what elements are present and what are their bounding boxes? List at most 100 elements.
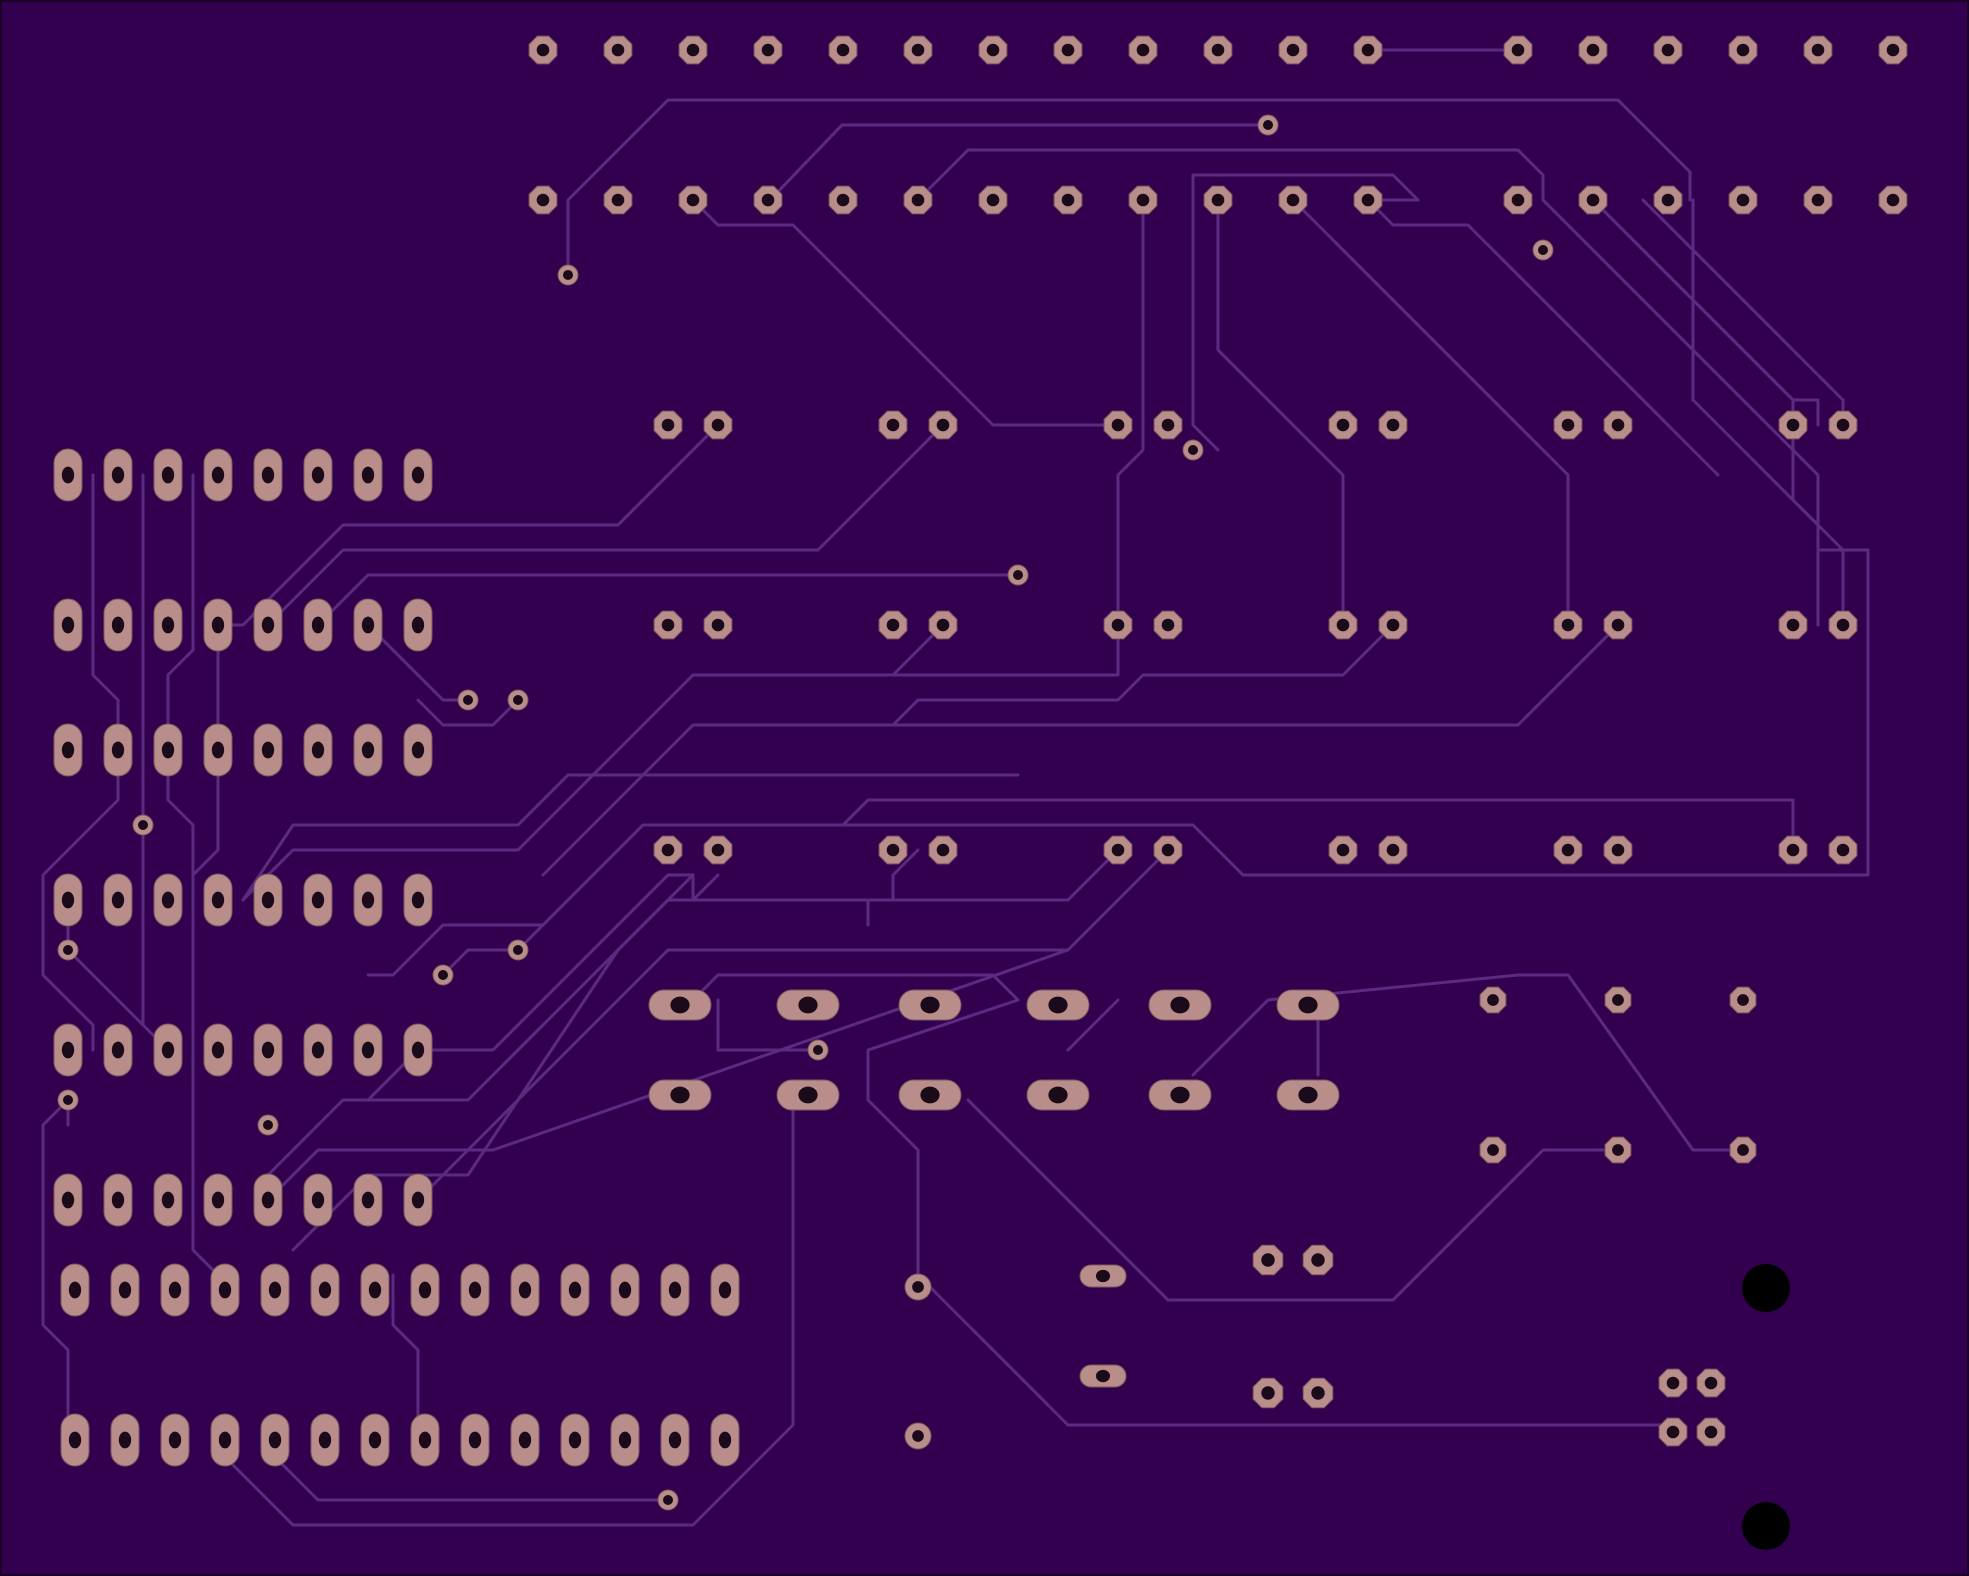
connector-pin [776, 1079, 840, 1111]
dip-pin [103, 873, 133, 927]
via [57, 1089, 79, 1111]
trace [216, 423, 720, 627]
ic-pin [260, 1263, 290, 1317]
switch-pin [653, 610, 683, 640]
dip-pin [403, 1173, 433, 1227]
switch-pin [1828, 835, 1858, 865]
dip-pin [103, 1173, 133, 1227]
header-pin [528, 185, 558, 215]
switch-pin [928, 410, 958, 440]
component-pin [1479, 1136, 1507, 1164]
header-pin [903, 185, 933, 215]
header-pin [603, 35, 633, 65]
switch-pin [1103, 610, 1133, 640]
trace [366, 873, 695, 1102]
trace [716, 998, 820, 1052]
connector-pin [1148, 1079, 1212, 1111]
dip-pin [303, 873, 333, 927]
trace [441, 798, 1795, 977]
switch-pin [1153, 410, 1183, 440]
small-oblong-pad [1079, 1264, 1127, 1288]
trace [916, 148, 1545, 202]
dip-pin [203, 448, 233, 502]
via [1007, 564, 1029, 586]
dip-pin [103, 448, 133, 502]
component-pin [1696, 1417, 1726, 1447]
ic-pin [410, 1263, 440, 1317]
component-pin [1604, 986, 1632, 1014]
trace [191, 1048, 220, 1277]
via [132, 814, 154, 836]
ic-pin [260, 1413, 290, 1467]
trace [1116, 198, 1145, 627]
dip-pin [353, 1023, 383, 1077]
switch-pin [1328, 835, 1358, 865]
via [257, 1114, 279, 1136]
pin-header-top-row [528, 35, 1908, 65]
dip-pin [253, 1023, 283, 1077]
trace [266, 1448, 670, 1502]
dip-pin [153, 723, 183, 777]
switch-pin [1553, 610, 1583, 640]
header-pin [1728, 185, 1758, 215]
ic-pin [160, 1263, 190, 1317]
switch-pin [1378, 835, 1408, 865]
trace [366, 623, 470, 702]
ic-pin [110, 1263, 140, 1317]
switch-pin [1828, 610, 1858, 640]
header-pin [1803, 35, 1833, 65]
header-pin [903, 35, 933, 65]
switch-pin [1778, 835, 1808, 865]
trace [291, 873, 695, 1252]
dip-pin [353, 1173, 383, 1227]
dip-pin [403, 873, 433, 927]
switch-pin [1778, 610, 1808, 640]
header-pin [753, 35, 783, 65]
connector-pin [898, 989, 962, 1021]
trace [541, 623, 1395, 877]
ic-pin [60, 1413, 90, 1467]
via [507, 939, 529, 961]
dip-pin [203, 598, 233, 652]
dip-pin [303, 598, 333, 652]
dip-pin [353, 723, 383, 777]
connector-pin [1148, 989, 1212, 1021]
mount-hole [1742, 1502, 1790, 1550]
header-pin [978, 35, 1008, 65]
mount-hole [1742, 1264, 1790, 1312]
ic-pin [210, 1263, 240, 1317]
header-pin [1278, 35, 1308, 65]
header-pin [1053, 35, 1083, 65]
dip-pin [153, 873, 183, 927]
ic-pin [610, 1413, 640, 1467]
small-oblong-pad [1079, 1364, 1127, 1388]
trace [866, 848, 1120, 927]
header-pin [678, 185, 708, 215]
trace [841, 548, 1870, 877]
trace [691, 198, 1120, 427]
dip-pin [403, 448, 433, 502]
vias [57, 114, 1554, 1511]
dip-pin [53, 598, 83, 652]
switch-pin [1328, 610, 1358, 640]
dip-pin [53, 723, 83, 777]
switch-pin [1603, 410, 1633, 440]
via [557, 264, 579, 286]
header-pin [1503, 35, 1533, 65]
ic-pin [460, 1263, 490, 1317]
via [1182, 439, 1204, 461]
header-pin [1278, 185, 1308, 215]
trace [691, 623, 1120, 677]
trace [691, 973, 1020, 1002]
switch-pin [1103, 835, 1133, 865]
dip-pin [153, 448, 183, 502]
dip-pin [103, 1023, 133, 1077]
header-pin [753, 185, 783, 215]
trace [366, 823, 645, 977]
component-pin [1696, 1368, 1726, 1398]
dip-pin [353, 448, 383, 502]
header-pin [1503, 185, 1533, 215]
switch-pin [1553, 410, 1583, 440]
header-pin [1353, 185, 1383, 215]
